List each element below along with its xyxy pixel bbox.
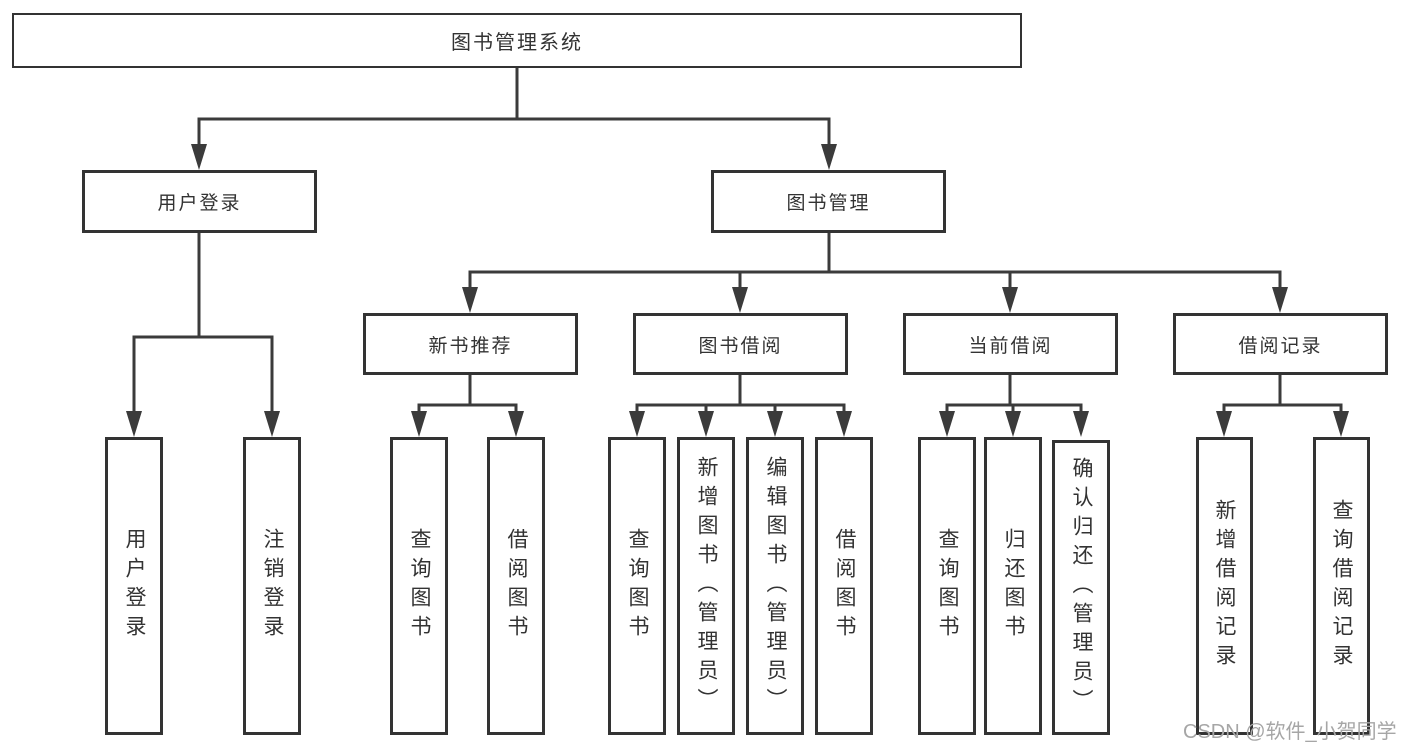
- leaf-user-login: 用户登录: [105, 437, 163, 735]
- leaf-query-books-current: 查询图书: [918, 437, 976, 735]
- node-book-borrowing: 图书借阅: [633, 313, 848, 375]
- leaf-query-borrow-record: 查询借阅记录: [1313, 437, 1370, 735]
- leaf-logout: 注销登录: [243, 437, 301, 735]
- node-new-book-recommendation: 新书推荐: [363, 313, 578, 375]
- leaf-query-books-borrowing: 查询图书: [608, 437, 666, 735]
- leaf-return-book: 归还图书: [984, 437, 1042, 735]
- leaf-add-borrow-record: 新增借阅记录: [1196, 437, 1253, 735]
- node-current-borrowing: 当前借阅: [903, 313, 1118, 375]
- leaf-query-books-recommendation: 查询图书: [390, 437, 448, 735]
- leaf-edit-book-admin: 编辑图书（管理员）: [746, 437, 804, 735]
- leaf-borrow-books-recommendation: 借阅图书: [487, 437, 545, 735]
- node-book-management: 图书管理: [711, 170, 946, 233]
- node-library-management-system: 图书管理系统: [12, 13, 1022, 68]
- leaf-confirm-return-admin: 确认归还（管理员）: [1052, 440, 1110, 735]
- leaf-add-book-admin: 新增图书（管理员）: [677, 437, 735, 735]
- leaf-borrow-books-borrowing: 借阅图书: [815, 437, 873, 735]
- node-borrowing-records: 借阅记录: [1173, 313, 1388, 375]
- csdn-watermark: CSDN @软件_小贺同学: [1183, 721, 1397, 743]
- node-user-login: 用户登录: [82, 170, 317, 233]
